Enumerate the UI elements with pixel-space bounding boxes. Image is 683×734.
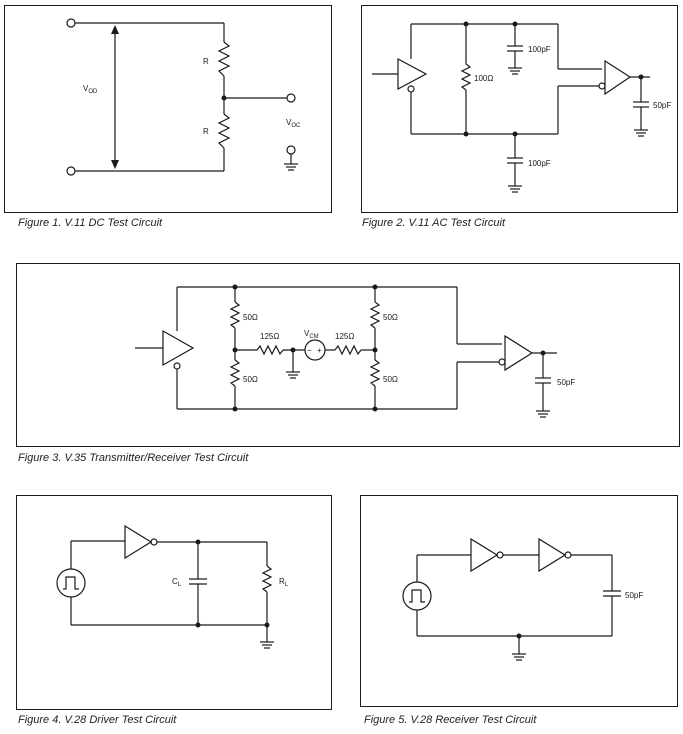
- ground-icon: [286, 371, 300, 379]
- inverter-1: [470, 537, 499, 573]
- cap-load-label: 50pF: [625, 591, 643, 600]
- resistor-bl: [229, 359, 241, 387]
- r-bl-label: 50Ω: [243, 375, 258, 384]
- r-tr-label: 50Ω: [383, 313, 398, 322]
- r-top-label: R: [203, 57, 209, 66]
- figure-5-schematic: 50pF: [402, 537, 643, 661]
- vcm-minus: −: [307, 346, 312, 355]
- r-br-label: 50Ω: [383, 375, 398, 384]
- figure-2-schematic: 100Ω 100pF 100pF: [372, 21, 671, 193]
- figure-4-caption: Figure 4. V.28 Driver Test Circuit: [18, 714, 177, 726]
- figure-3-schematic: 50Ω 50Ω 125Ω − + VCM 125Ω 50Ω: [135, 284, 575, 418]
- vcm-label: VCM: [304, 329, 319, 340]
- terminal-ground: [286, 145, 296, 155]
- terminal-top-left: [66, 18, 76, 28]
- ground-icon: [284, 163, 298, 171]
- figure-1-panel: VOD R R VOC: [4, 5, 332, 213]
- resistor-top: [217, 41, 231, 77]
- figure-3-caption: Figure 3. V.35 Transmitter/Receiver Test…: [18, 452, 249, 464]
- ground-icon: [512, 653, 526, 661]
- figure-4-panel: CL RL: [16, 495, 332, 710]
- vcm-plus: +: [317, 346, 322, 355]
- figure-2-panel: 100Ω 100pF 100pF: [361, 5, 678, 213]
- res-label: 100Ω: [474, 74, 493, 83]
- figure-4-schematic: CL RL: [56, 524, 289, 649]
- cap-load-label: 50pF: [557, 378, 575, 387]
- vod-arrow-head-up: [111, 25, 119, 34]
- figure-1-schematic: VOD R R VOC: [66, 18, 301, 176]
- vod-arrow-head-down: [111, 160, 119, 169]
- resistor-tl: [229, 301, 241, 329]
- figure-5-panel: 50pF: [360, 495, 678, 707]
- ground-icon: [536, 410, 550, 418]
- terminal-bottom-left: [66, 166, 76, 176]
- driver-inverting-output: [173, 362, 181, 370]
- resistor-100: [460, 63, 472, 91]
- ground-icon: [260, 641, 274, 649]
- cap-bottom-label: 100pF: [528, 159, 551, 168]
- resistor-mid-right: [334, 344, 362, 356]
- resistor-rl: [261, 565, 273, 593]
- cap-top-label: 100pF: [528, 45, 551, 54]
- receiver-buffer: [504, 334, 534, 372]
- resistor-br: [369, 359, 381, 387]
- r-mid-right-label: 125Ω: [335, 332, 354, 341]
- figure-3-panel: 50Ω 50Ω 125Ω − + VCM 125Ω 50Ω: [16, 263, 680, 447]
- ground-icon: [508, 67, 522, 75]
- resistor-bottom: [217, 113, 231, 149]
- driver-inverting-output: [407, 85, 415, 93]
- ground-icon: [634, 129, 648, 137]
- rl-label: RL: [279, 577, 289, 588]
- driver-inverter: [124, 524, 153, 560]
- ground-icon: [508, 185, 522, 193]
- vod-label: VOD: [83, 84, 98, 95]
- cap-load-label: 50pF: [653, 101, 671, 110]
- inverter-2: [538, 537, 567, 573]
- driver-buffer: [397, 57, 428, 91]
- figure-1-caption: Figure 1. V.11 DC Test Circuit: [18, 217, 163, 229]
- figure-2-caption: Figure 2. V.11 AC Test Circuit: [362, 217, 506, 229]
- receiver-inverting-input: [498, 358, 506, 366]
- figure-5-caption: Figure 5. V.28 Receiver Test Circuit: [364, 714, 537, 726]
- receiver-buffer: [604, 59, 632, 96]
- terminal-voc: [286, 93, 296, 103]
- cl-label: CL: [172, 577, 182, 588]
- receiver-inverting-input: [598, 82, 606, 90]
- resistor-mid-left: [256, 344, 284, 356]
- pulse-source-icon: [402, 581, 432, 611]
- r-bottom-label: R: [203, 127, 209, 136]
- r-tl-label: 50Ω: [243, 313, 258, 322]
- voc-label: VOC: [286, 118, 301, 129]
- pulse-source-icon: [56, 568, 86, 598]
- resistor-tr: [369, 301, 381, 329]
- r-mid-left-label: 125Ω: [260, 332, 279, 341]
- driver-buffer: [162, 329, 195, 367]
